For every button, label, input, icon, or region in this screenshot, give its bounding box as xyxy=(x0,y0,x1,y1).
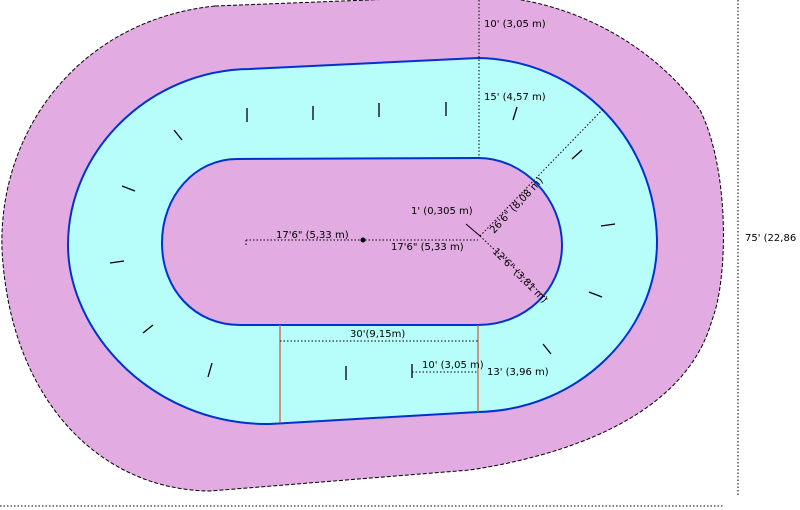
label-inner-radius-left: 17'6" (5,33 m) xyxy=(276,230,349,241)
tick-mark xyxy=(571,149,583,160)
center-point xyxy=(360,237,366,243)
tick-mark xyxy=(512,106,518,121)
dim-line-offset xyxy=(465,223,481,237)
label-tick-spacing: 10' (3,05 m) xyxy=(422,360,484,371)
label-outer-margin: 10' (3,05 m) xyxy=(484,19,546,30)
label-inner-radius-right: 17'6" (5,33 m) xyxy=(391,242,464,253)
label-track-width: 15' (4,57 m) xyxy=(484,92,546,103)
label-total-height: 75' (22,86 xyxy=(745,233,796,244)
tick-mark xyxy=(173,129,183,141)
tick-mark xyxy=(109,260,125,264)
tick-mark xyxy=(207,362,213,378)
label-center-offset: 1' (0,305 m) xyxy=(411,206,473,217)
tick-mark xyxy=(588,291,603,298)
label-straight-length: 30'(9,15m) xyxy=(350,329,405,340)
label-straight-width: 13' (3,96 m) xyxy=(487,367,549,378)
tick-mark xyxy=(121,185,136,192)
tick-mark xyxy=(600,223,616,227)
tick-mark xyxy=(542,343,552,355)
tick-mark xyxy=(142,324,154,334)
dim-line-inner-curve xyxy=(479,235,549,301)
